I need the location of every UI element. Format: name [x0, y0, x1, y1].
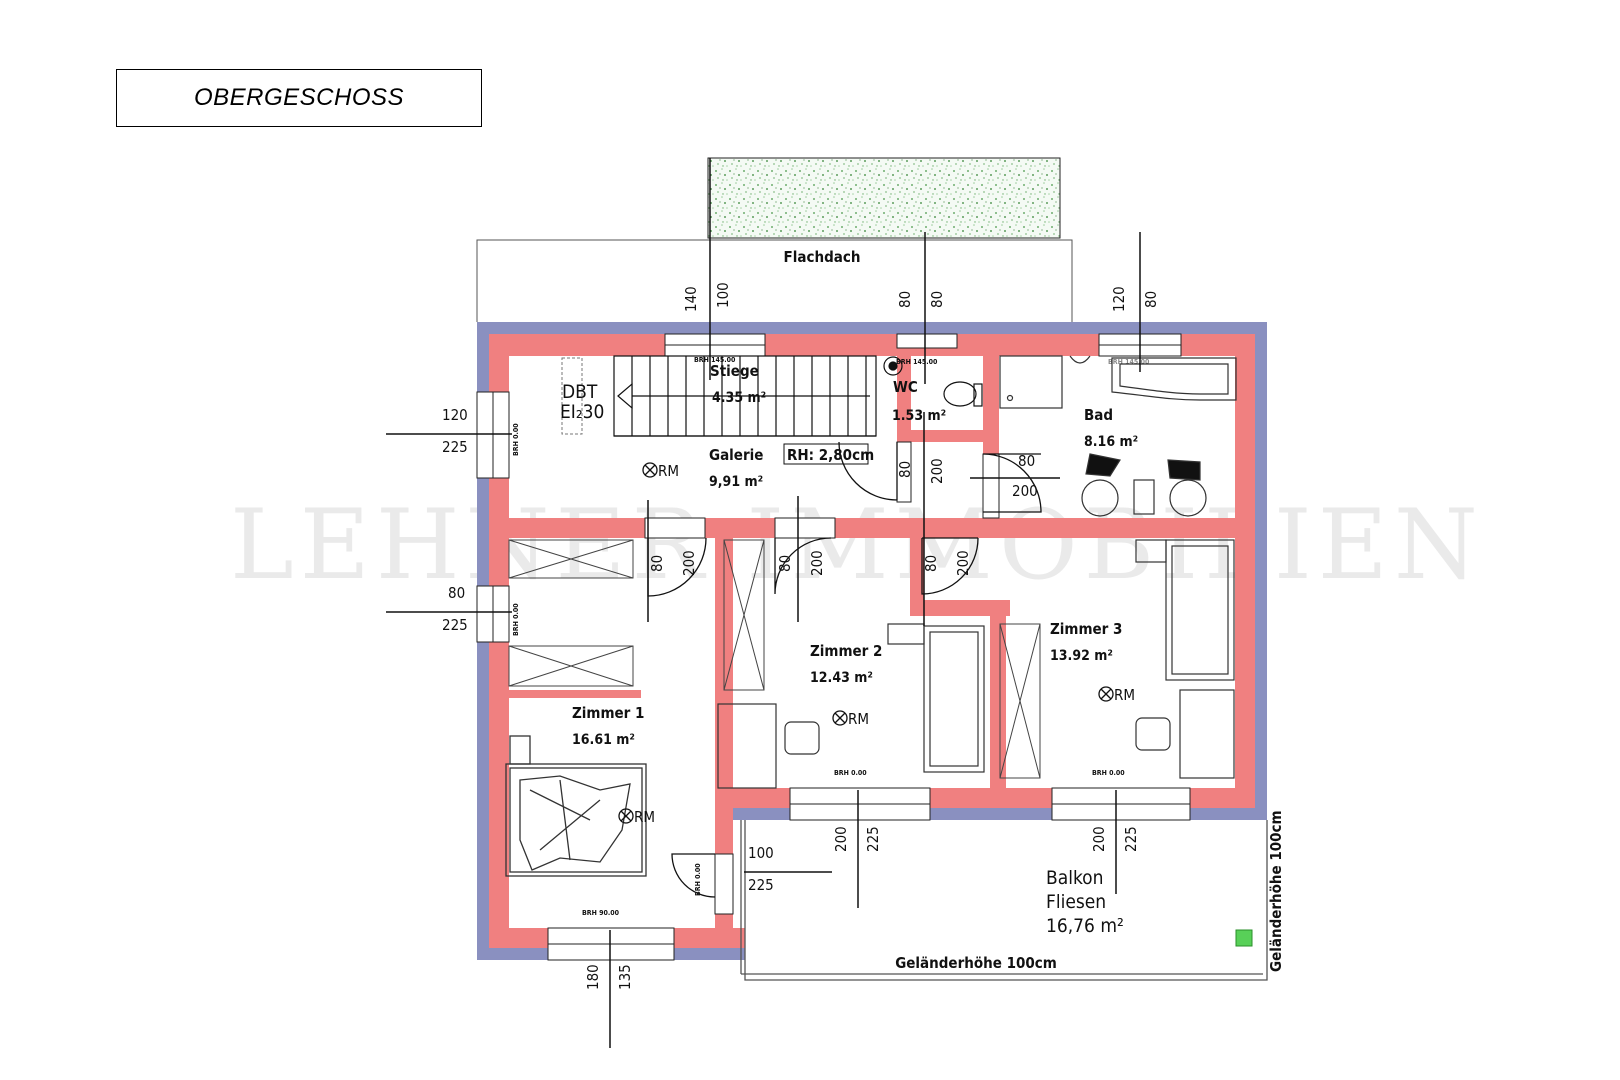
dim-bottom-z1-h: 135	[616, 964, 634, 990]
room-galerie-name: Galerie	[709, 446, 763, 464]
room-flachdach: Flachdach	[784, 248, 861, 266]
dim-left-z1-w: 80	[448, 584, 465, 602]
dim-door-z2-h: 200	[808, 550, 826, 576]
room-stiege-name: Stiege	[710, 362, 759, 380]
dim-door-bad-w: 80	[1018, 452, 1035, 470]
dim-left-gal-h: 225	[442, 438, 468, 456]
green-marker	[1235, 929, 1253, 947]
balkon-outline	[740, 820, 1268, 981]
gelaender-bottom: Geländerhöhe 100cm	[895, 954, 1057, 972]
stairs	[613, 355, 877, 437]
dim-bottom-z1-w: 180	[584, 964, 602, 990]
room-balkon-material: Fliesen	[1046, 891, 1106, 913]
dim-balk-door3-w: 200	[1090, 826, 1108, 852]
gravel-roof	[707, 157, 1061, 239]
dim-top-stair-h: 100	[714, 282, 732, 308]
dim-balk-door2-w: 200	[832, 826, 850, 852]
room-bad-name: Bad	[1084, 406, 1113, 424]
rm-symbols	[618, 462, 1114, 824]
watermark: LEHNER IMMOBILIEN	[230, 489, 1484, 601]
dbt-hatch	[561, 357, 583, 435]
rm-label-zimmer1: RM	[634, 808, 655, 826]
brh-zimmer2: BRH 0.00	[834, 769, 867, 777]
brh-zimmer1-bottom: BRH 90.00	[582, 909, 620, 917]
closets	[508, 539, 1041, 779]
flachdach-outline	[476, 239, 1073, 322]
room-galerie-rh: RH: 2,80cm	[787, 446, 874, 464]
dim-balk-door1-h: 225	[748, 876, 774, 894]
brh-galerie: BRH 0.00	[512, 423, 520, 456]
brh-zimmer3: BRH 0.00	[1092, 769, 1125, 777]
room-zimmer1-area: 16.61 m²	[572, 732, 635, 748]
brh-balkon-door: BRH 0.00	[694, 863, 702, 896]
room-wc-name: WC	[893, 378, 918, 396]
dim-door-wc-h: 200	[928, 458, 946, 484]
room-zimmer2-name: Zimmer 2	[810, 642, 882, 660]
dim-door-gal-h: 200	[680, 550, 698, 576]
bed	[505, 735, 647, 877]
label-dbt: DBT	[562, 381, 598, 403]
rm-label-zimmer2: RM	[848, 710, 869, 728]
dim-top-wc-w: 80	[896, 291, 914, 308]
room-stiege-area: 4.35 m²	[712, 390, 766, 406]
room-zimmer3-area: 13.92 m²	[1050, 648, 1113, 664]
room-bad-area: 8.16 m²	[1084, 434, 1138, 450]
brh-bad: BRH 145.00	[1108, 358, 1150, 366]
brh-zimmer1-left: BRH 0.00	[512, 603, 520, 636]
room-balkon-name: Balkon	[1046, 867, 1103, 889]
bathroom-fixtures	[999, 355, 1237, 517]
room-zimmer1-name: Zimmer 1	[572, 704, 644, 722]
dim-door-z3-w: 80	[922, 555, 940, 572]
dim-top-bad-w: 120	[1110, 286, 1128, 312]
dim-top-stair-w: 140	[682, 286, 700, 312]
dim-door-z3-h: 200	[954, 550, 972, 576]
dim-top-wc-h: 80	[928, 291, 946, 308]
room-zimmer2-area: 12.43 m²	[810, 670, 873, 686]
label-ei30: EI₂30	[560, 401, 604, 423]
zimmer3-furniture	[1135, 539, 1235, 779]
rm-label-galerie: RM	[658, 462, 679, 480]
room-balkon-area: 16,76 m²	[1046, 915, 1124, 937]
dim-door-gal-w: 80	[648, 555, 666, 572]
dim-balk-door3-h: 225	[1122, 826, 1140, 852]
gelaender-side: Geländerhöhe 100cm	[1267, 810, 1285, 972]
rh-box	[783, 443, 869, 465]
rm-label-zimmer3: RM	[1114, 686, 1135, 704]
plan-title: OBERGESCHOSS	[116, 69, 482, 127]
brh-wc: BRH 145.00	[896, 358, 938, 366]
dim-top-bad-h: 80	[1142, 291, 1160, 308]
zimmer2-furniture	[717, 623, 985, 789]
door-swings	[647, 441, 1042, 898]
room-zimmer3-name: Zimmer 3	[1050, 620, 1122, 638]
dim-door-wc-w: 80	[896, 461, 914, 478]
wc-fixtures	[883, 356, 983, 407]
dim-left-z1-h: 225	[442, 616, 468, 634]
brh-stair: BRH 145.00	[694, 356, 736, 364]
room-galerie-area: 9,91 m²	[709, 474, 763, 490]
dim-balk-door1-w: 100	[748, 844, 774, 862]
dim-left-gal-w: 120	[442, 406, 468, 424]
room-wc-area: 1.53 m²	[892, 408, 946, 424]
dimension-lines	[386, 158, 1141, 1048]
dim-balk-door2-h: 225	[864, 826, 882, 852]
dim-door-z2-w: 80	[776, 555, 794, 572]
dim-door-bad-h: 200	[1012, 482, 1038, 500]
